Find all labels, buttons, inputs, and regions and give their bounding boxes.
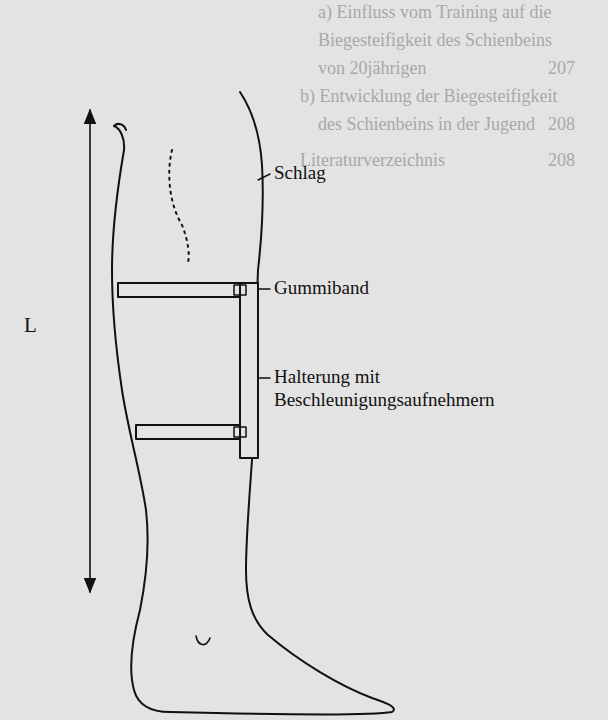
knee-hollow (114, 124, 126, 130)
bleed-through-text: des Schienbeins in der Jugend (318, 114, 535, 136)
bleed-through-text: Biegesteifigkeit des Schienbeins (318, 30, 552, 52)
leader-line (258, 174, 270, 180)
bleed-through-page-number: 208 (548, 150, 575, 172)
dimension-arrow (89, 110, 91, 592)
part-label: Schlag (274, 162, 326, 185)
bleed-through-text: a) Einfluss vom Training auf die (318, 2, 551, 24)
elastic-band (118, 283, 258, 297)
leader-line (259, 288, 270, 289)
ankle-bone (196, 636, 210, 645)
bleed-through-text: b) Entwicklung der Biegesteifigkeit (300, 86, 557, 108)
part-label: Halterung mit Beschleunigungsaufnehmern (274, 366, 524, 412)
buckle (234, 427, 246, 437)
leader-line (259, 377, 270, 378)
dimension-label: L (24, 313, 37, 338)
bleed-through-text: von 20jährigen (318, 58, 426, 80)
holder-bar (240, 283, 258, 458)
part-label: Gummiband (274, 277, 369, 300)
patella-outline (169, 150, 189, 262)
buckle (234, 285, 246, 295)
bleed-through-page-number: 207 (548, 58, 575, 80)
bleed-through-page-number: 208 (548, 114, 575, 136)
